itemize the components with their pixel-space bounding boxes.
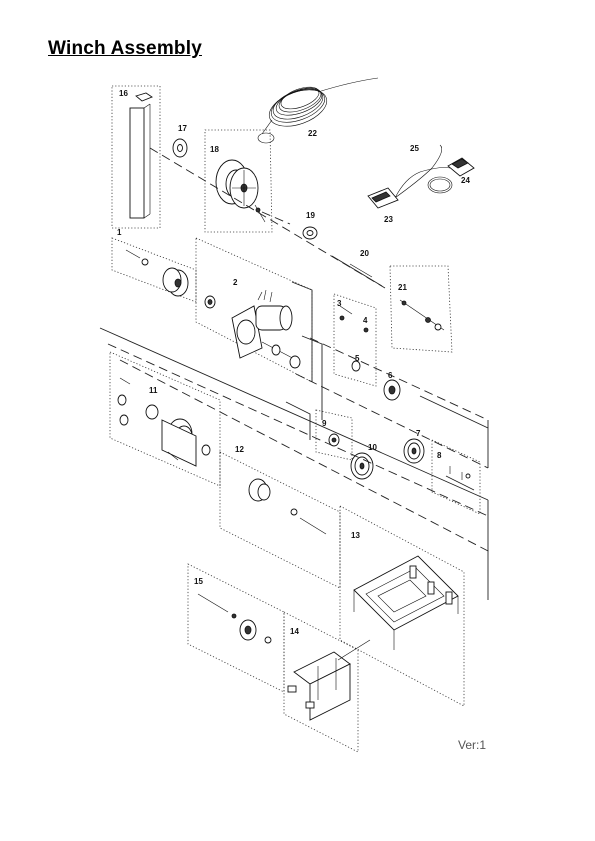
callout-10: 10 bbox=[368, 443, 377, 452]
part-10-ring-gear bbox=[350, 452, 374, 480]
callout-21: 21 bbox=[398, 283, 407, 292]
part-21-bolt-set bbox=[389, 265, 453, 353]
part-11-end-housing bbox=[109, 351, 221, 487]
callout-9: 9 bbox=[322, 419, 327, 428]
part-19-gasket bbox=[302, 226, 318, 240]
part-13-base-plate bbox=[339, 505, 465, 707]
callout-16: 16 bbox=[119, 89, 128, 98]
callout-24: 24 bbox=[461, 176, 470, 185]
part-15-roller bbox=[187, 563, 285, 693]
part-1-drum bbox=[111, 237, 197, 303]
part-3-4-5-hardware bbox=[333, 293, 377, 387]
callout-17: 17 bbox=[178, 124, 187, 133]
part-9-planet-gear bbox=[315, 409, 353, 461]
callout-25: 25 bbox=[410, 144, 419, 153]
part-8-clutch bbox=[431, 439, 481, 515]
callout-14: 14 bbox=[290, 627, 299, 636]
part-17-washer bbox=[172, 138, 188, 158]
part-14-fairlead bbox=[283, 611, 371, 753]
part-7-gear bbox=[403, 438, 425, 464]
callout-12: 12 bbox=[235, 445, 244, 454]
callout-22: 22 bbox=[308, 129, 317, 138]
part-23-24-25-remote bbox=[367, 144, 475, 209]
callout-11: 11 bbox=[149, 386, 158, 395]
part-22-cable bbox=[257, 77, 379, 144]
page-title: Winch Assembly bbox=[48, 38, 202, 59]
callout-19: 19 bbox=[306, 211, 315, 220]
version-label: Ver:1 bbox=[458, 738, 487, 752]
part-2-motor bbox=[195, 237, 313, 383]
part-12-drum-shaft bbox=[219, 451, 341, 589]
callout-13: 13 bbox=[351, 531, 360, 540]
callout-8: 8 bbox=[437, 451, 442, 460]
callout-7: 7 bbox=[416, 429, 421, 438]
callout-5: 5 bbox=[355, 354, 360, 363]
part-6-gear bbox=[383, 379, 401, 401]
callout-1: 1 bbox=[117, 228, 122, 237]
callout-3: 3 bbox=[337, 299, 342, 308]
callout-2: 2 bbox=[233, 278, 238, 287]
callout-15: 15 bbox=[194, 577, 203, 586]
callout-6: 6 bbox=[388, 371, 393, 380]
part-16-post bbox=[111, 85, 161, 229]
callout-18: 18 bbox=[210, 145, 219, 154]
callout-20: 20 bbox=[360, 249, 369, 258]
callout-4: 4 bbox=[363, 316, 368, 325]
part-18-spool bbox=[204, 129, 273, 233]
callout-23: 23 bbox=[384, 215, 393, 224]
